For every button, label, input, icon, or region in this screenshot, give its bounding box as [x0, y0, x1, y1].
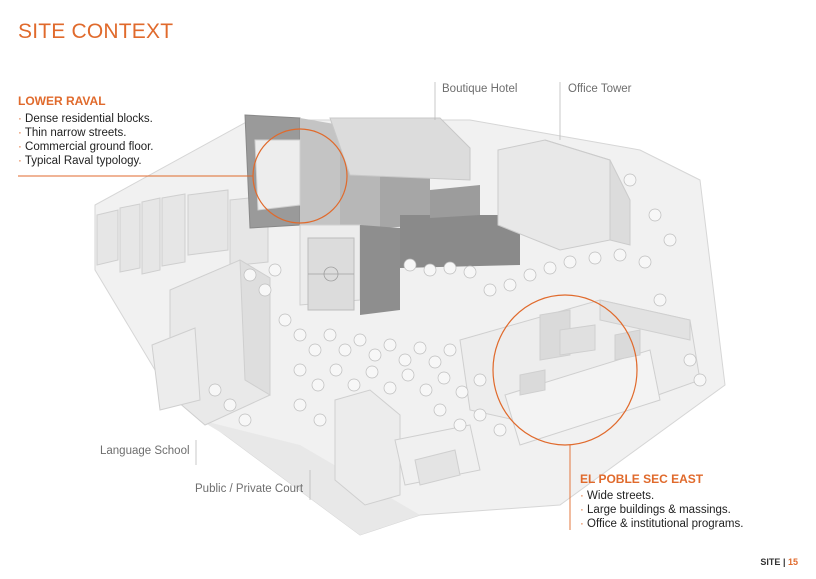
- page-title: SITE CONTEXT: [18, 20, 174, 43]
- poble-sec-highlight-ellipse: [492, 294, 638, 446]
- lower-raval-bullet: · Thin narrow streets.: [18, 127, 127, 139]
- poble-sec-bullet: · Large buildings & massings.: [580, 504, 731, 516]
- page-number: 15: [787, 557, 798, 567]
- office-tower-mass: [497, 139, 631, 251]
- lower-raval-bullet: · Commercial ground floor.: [18, 141, 154, 153]
- office-tower-label: Office Tower: [568, 83, 632, 95]
- poble-sec-bullets: · Wide streets. · Large buildings & mass…: [580, 489, 743, 531]
- language-school-label: Language School: [100, 445, 190, 457]
- tree-canopy: [208, 173, 707, 437]
- boutique-hotel-label: Boutique Hotel: [442, 83, 518, 95]
- lower-raval-bullet: · Dense residential blocks.: [18, 113, 153, 125]
- court-label: Public / Private Court: [195, 483, 304, 495]
- page-footer: SITE | 15: [760, 557, 798, 567]
- footer-separator: |: [782, 557, 786, 567]
- poble-sec-bullet: · Wide streets.: [580, 490, 655, 502]
- lower-raval-bullets: · Dense residential blocks. · Thin narro…: [18, 112, 154, 168]
- lower-raval-row-blocks: [96, 189, 269, 275]
- court-blocks: [334, 389, 481, 506]
- poble-sec-bullet: · Office & institutional programs.: [580, 518, 744, 530]
- footer-section: SITE: [760, 557, 781, 567]
- dense-residential-blocks: [244, 114, 520, 315]
- lower-raval-bullet: · Typical Raval typology.: [18, 155, 142, 167]
- poble-sec-blocks: [459, 299, 701, 446]
- basketball-court: [307, 237, 355, 311]
- lower-raval-title: LOWER RAVAL: [18, 94, 106, 108]
- poble-sec-title: EL POBLE SEC EAST: [580, 472, 704, 486]
